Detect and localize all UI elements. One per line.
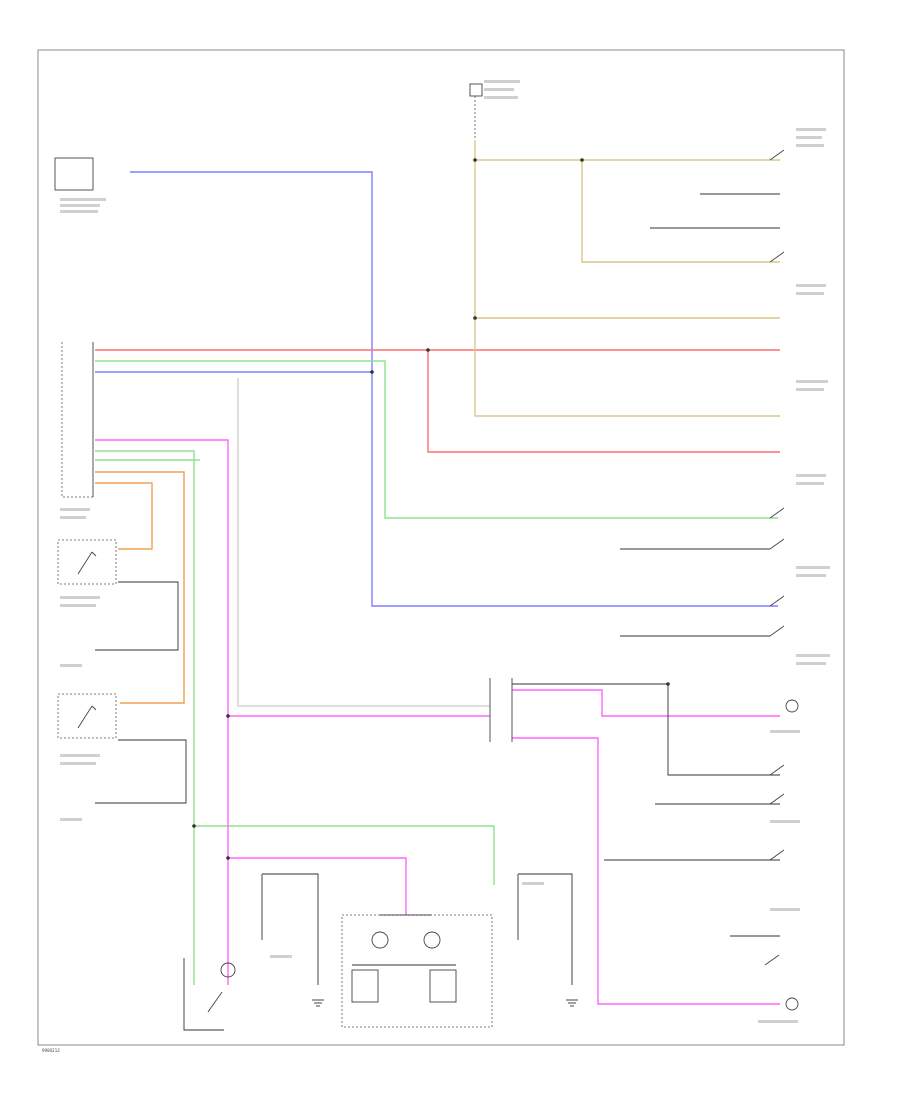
label-block xyxy=(60,664,82,667)
junction-9 xyxy=(666,682,670,686)
junction-6 xyxy=(226,714,230,718)
label-block xyxy=(484,96,518,99)
bottom-lamp-left xyxy=(371,931,389,949)
wire-black-left-1 xyxy=(95,581,179,651)
wire-black-bottom-3 xyxy=(518,873,573,985)
right-door-switch-box xyxy=(57,693,117,739)
label-block xyxy=(796,574,826,577)
wire-green-lower xyxy=(95,450,195,985)
terminal-switch-2 xyxy=(769,251,785,263)
wire-yellow-main xyxy=(474,160,780,417)
label-block xyxy=(484,80,520,83)
junction-7 xyxy=(192,824,196,828)
label-block xyxy=(522,882,544,885)
label-block xyxy=(60,198,106,201)
wire-yellow-top xyxy=(474,140,780,161)
left-door-switch-box xyxy=(57,539,117,585)
terminal-switch-9 xyxy=(769,849,785,861)
terminal-switch-5 xyxy=(769,595,785,607)
wire-magenta-right-1 xyxy=(512,689,780,717)
right-lamp-2 xyxy=(785,997,799,1011)
terminal-switch-7 xyxy=(769,764,785,776)
terminal-switch-1 xyxy=(769,149,785,161)
bottom-switch-left xyxy=(351,969,379,1003)
label-block xyxy=(60,754,100,757)
junction-4 xyxy=(426,348,430,352)
wire-orange-2 xyxy=(95,471,185,704)
main-connector-outline xyxy=(61,342,93,498)
label-block xyxy=(796,654,830,657)
label-block xyxy=(60,596,100,599)
label-block xyxy=(770,820,800,823)
ignition-connector xyxy=(469,83,483,97)
terminal-switch-8 xyxy=(769,793,785,805)
junction-8 xyxy=(226,856,230,860)
footer-code: 9980212 xyxy=(42,1048,60,1053)
label-block xyxy=(796,380,828,383)
wire-black-courtesy xyxy=(512,683,780,776)
label-block xyxy=(796,482,824,485)
label-block xyxy=(60,516,86,519)
wire-green-ground xyxy=(194,825,495,885)
terminal-switch-3 xyxy=(769,507,785,519)
label-block xyxy=(60,204,100,207)
wire-black-left-2 xyxy=(95,739,187,804)
terminal-switch-10 xyxy=(764,954,780,966)
control-module-box xyxy=(54,157,94,191)
wire-red-branch xyxy=(427,350,780,453)
junction-5 xyxy=(370,370,374,374)
label-block xyxy=(796,662,826,665)
label-block xyxy=(796,128,826,131)
wire-black-ground-bottom xyxy=(183,958,224,1031)
junction-2 xyxy=(473,316,477,320)
label-block xyxy=(796,292,824,295)
diagram-frame xyxy=(37,49,845,1046)
label-block xyxy=(270,955,292,958)
bottom-switch-right xyxy=(429,969,457,1003)
label-block xyxy=(770,730,800,733)
label-block xyxy=(770,908,800,911)
ground-icon-2 xyxy=(566,999,578,1007)
junction-1 xyxy=(473,158,477,162)
wire-green xyxy=(95,360,778,519)
label-block xyxy=(796,136,822,139)
label-clusters xyxy=(60,80,830,1023)
label-block xyxy=(796,388,824,391)
wire-blue xyxy=(130,171,778,607)
wire-magenta-right-2 xyxy=(512,737,780,1005)
right-door-switch-icon xyxy=(77,705,97,729)
wire-magenta-main xyxy=(95,439,229,985)
right-lamp-1 xyxy=(785,699,799,713)
label-block xyxy=(60,604,96,607)
junction-3 xyxy=(580,158,584,162)
label-block xyxy=(758,1020,798,1023)
bottom-left-lamp xyxy=(220,962,236,978)
wire-yellow-branch-1 xyxy=(581,160,780,263)
label-block xyxy=(60,508,90,511)
bottom-left-switch xyxy=(207,991,223,1013)
label-block xyxy=(796,474,826,477)
wire-gray xyxy=(237,378,490,707)
label-block xyxy=(60,210,98,213)
ground-icon-1 xyxy=(312,999,324,1007)
terminal-switch-4 xyxy=(769,538,785,550)
wire-black-bottom-1 xyxy=(262,873,319,985)
label-block xyxy=(796,566,830,569)
label-block xyxy=(484,88,514,91)
terminal-switch-6 xyxy=(769,625,785,637)
bottom-lamp-assembly xyxy=(341,914,493,1028)
label-block xyxy=(60,762,96,765)
left-door-switch-icon xyxy=(77,551,97,575)
bottom-lamp-right xyxy=(423,931,441,949)
wire-magenta-lamp xyxy=(228,857,407,915)
label-block xyxy=(60,818,82,821)
label-block xyxy=(796,144,824,147)
wire-orange-1 xyxy=(95,482,153,550)
label-block xyxy=(796,284,826,287)
